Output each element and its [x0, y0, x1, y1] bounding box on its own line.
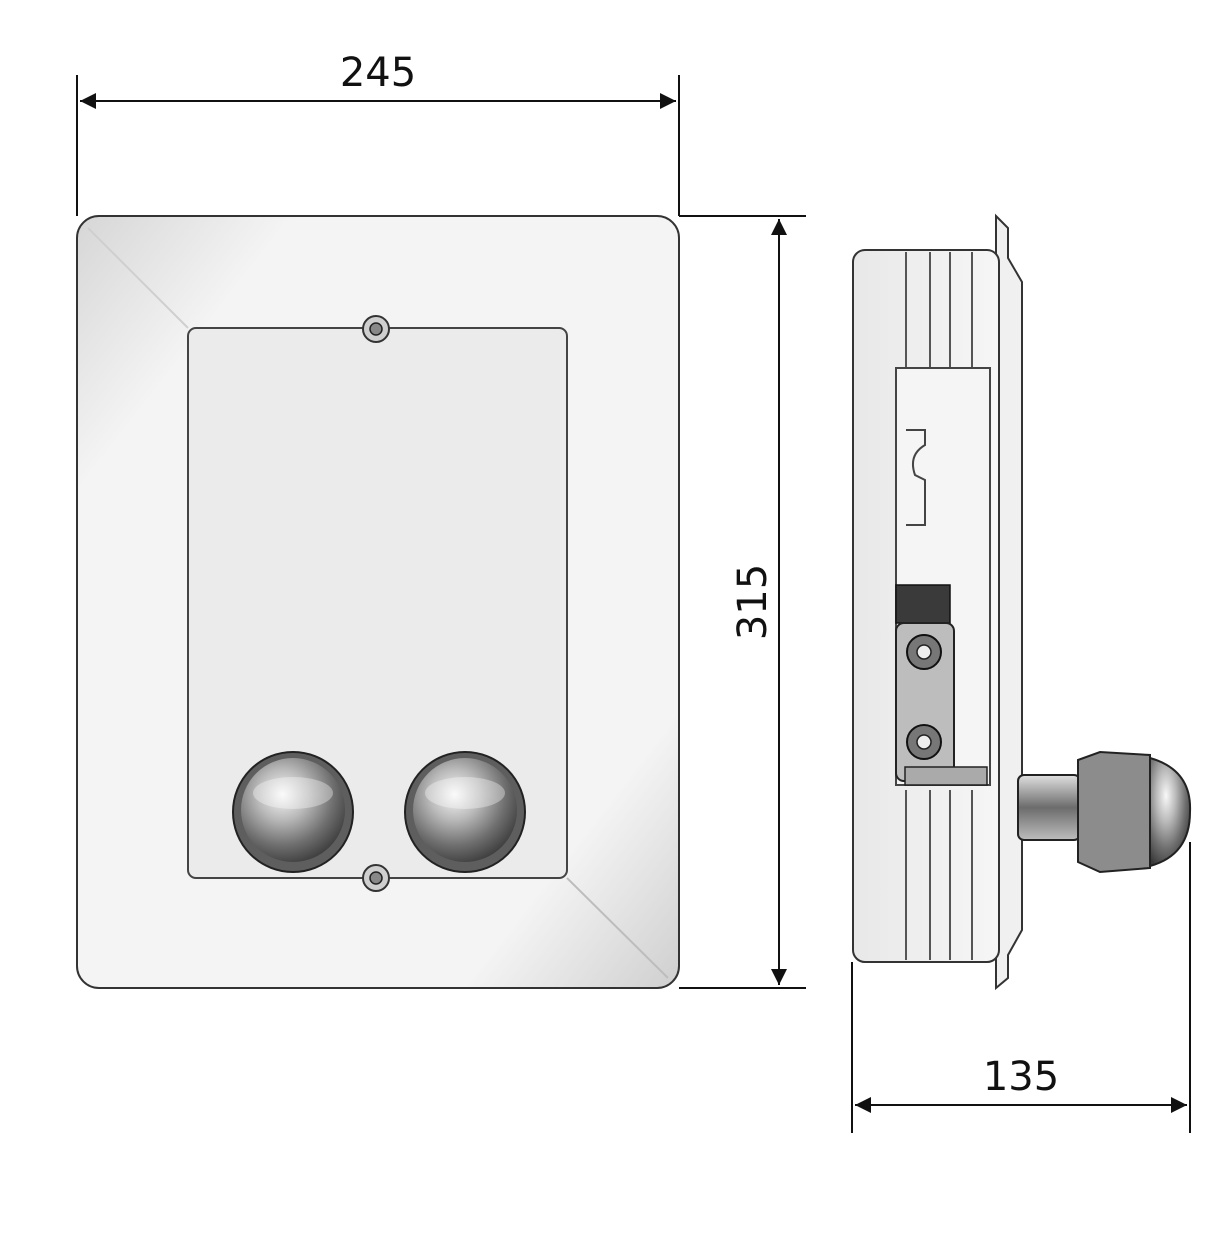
- side-flange: [995, 213, 1023, 991]
- front-view: [76, 215, 680, 989]
- side-ribs: [905, 252, 973, 960]
- bevel-line-tl: [87, 227, 189, 329]
- side-notch: [906, 429, 926, 526]
- depth-label: 135: [983, 1054, 1059, 1100]
- height-label: 315: [730, 564, 776, 640]
- outlet-pipe: [1017, 774, 1081, 841]
- valve-base: [904, 766, 988, 786]
- valve-thread: [895, 584, 951, 624]
- depth-dimension: 135: [851, 842, 1191, 1133]
- flush-button-left: [232, 751, 354, 873]
- width-dimension: 245: [76, 50, 680, 216]
- side-view: [852, 213, 1192, 991]
- flush-button-right: [404, 751, 526, 873]
- outlet-nut: [1077, 750, 1151, 874]
- screw-top: [362, 315, 390, 343]
- outlet-cap: [1149, 756, 1192, 868]
- height-dimension: 315: [679, 215, 806, 989]
- width-label: 245: [340, 50, 416, 96]
- screw-bottom: [362, 864, 390, 892]
- bevel-line-br: [566, 877, 669, 979]
